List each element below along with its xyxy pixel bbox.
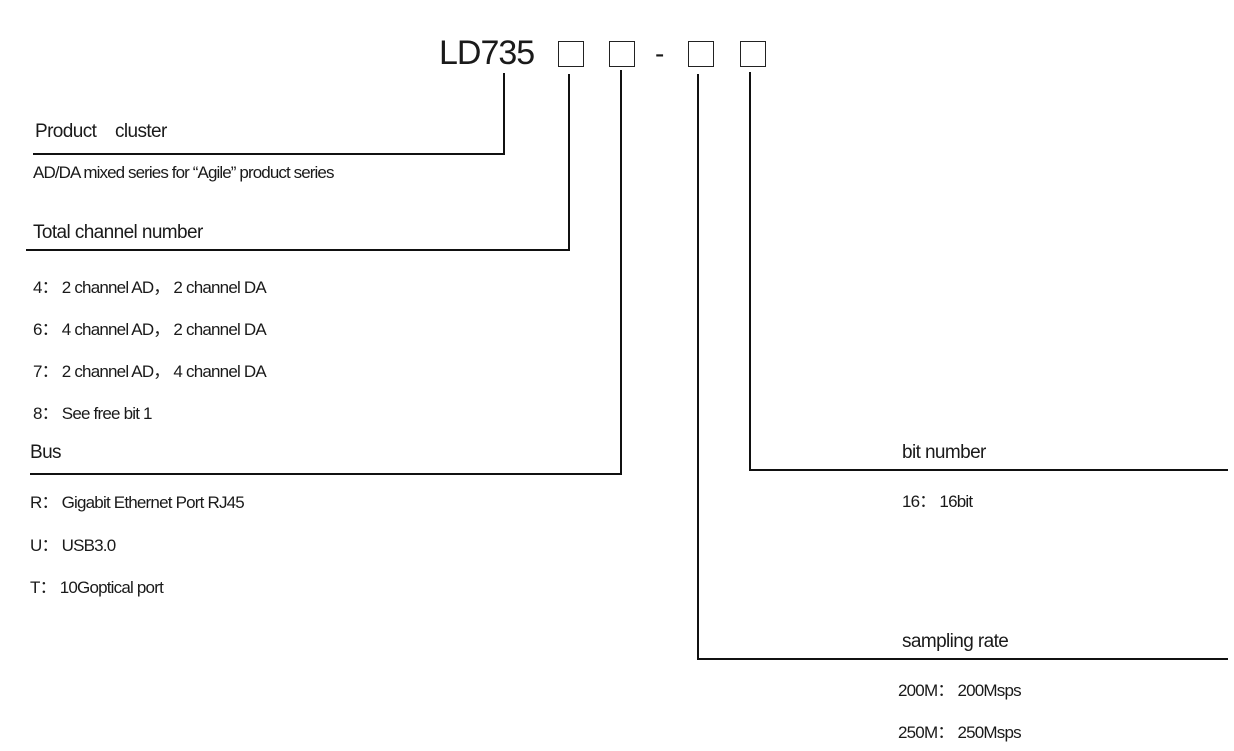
slot-box-bit-number <box>740 41 766 67</box>
connector-sampling-rate-vertical <box>697 74 699 660</box>
total-channel-option: 6： 4 channel AD， 2 channel DA <box>33 320 267 339</box>
sampling-rate-option: 250M： 250Msps <box>898 723 1022 742</box>
total-channel-heading: Total channel number <box>33 222 203 243</box>
sampling-rate-option: 200M： 200Msps <box>898 681 1022 700</box>
slot-box-bus <box>609 41 635 67</box>
slot-box-total-channel <box>558 41 584 67</box>
slot-box-sampling-rate <box>688 41 714 67</box>
bus-option: U： USB3.0 <box>30 536 116 555</box>
part-number-separator: - <box>655 38 665 69</box>
connector-product-cluster-vertical <box>503 73 505 155</box>
connector-bit-number-horizontal <box>749 469 1228 471</box>
product-cluster-description: AD/DA mixed series for “Agile” product s… <box>33 163 334 182</box>
product-cluster-heading: Product cluster <box>35 121 167 142</box>
connector-bit-number-vertical <box>749 72 751 471</box>
connector-sampling-rate-horizontal <box>697 658 1228 660</box>
connector-total-channel-horizontal <box>26 249 570 251</box>
bit-number-heading: bit number <box>902 442 986 463</box>
bus-option: T： 10Goptical port <box>30 578 164 597</box>
part-number-prefix: LD735 <box>439 34 535 72</box>
connector-total-channel-vertical <box>568 74 570 251</box>
total-channel-option: 8： See free bit 1 <box>33 404 153 423</box>
bus-heading: Bus <box>30 442 62 463</box>
total-channel-option: 4： 2 channel AD， 2 channel DA <box>33 278 267 297</box>
sampling-rate-heading: sampling rate <box>902 631 1009 652</box>
connector-bus-horizontal <box>30 473 622 475</box>
connector-bus-vertical <box>620 70 622 475</box>
total-channel-option: 7： 2 channel AD， 4 channel DA <box>33 362 267 381</box>
bit-number-option: 16： 16bit <box>902 492 973 511</box>
bus-option: R： Gigabit Ethernet Port RJ45 <box>30 493 245 512</box>
connector-product-cluster-horizontal <box>33 153 505 155</box>
